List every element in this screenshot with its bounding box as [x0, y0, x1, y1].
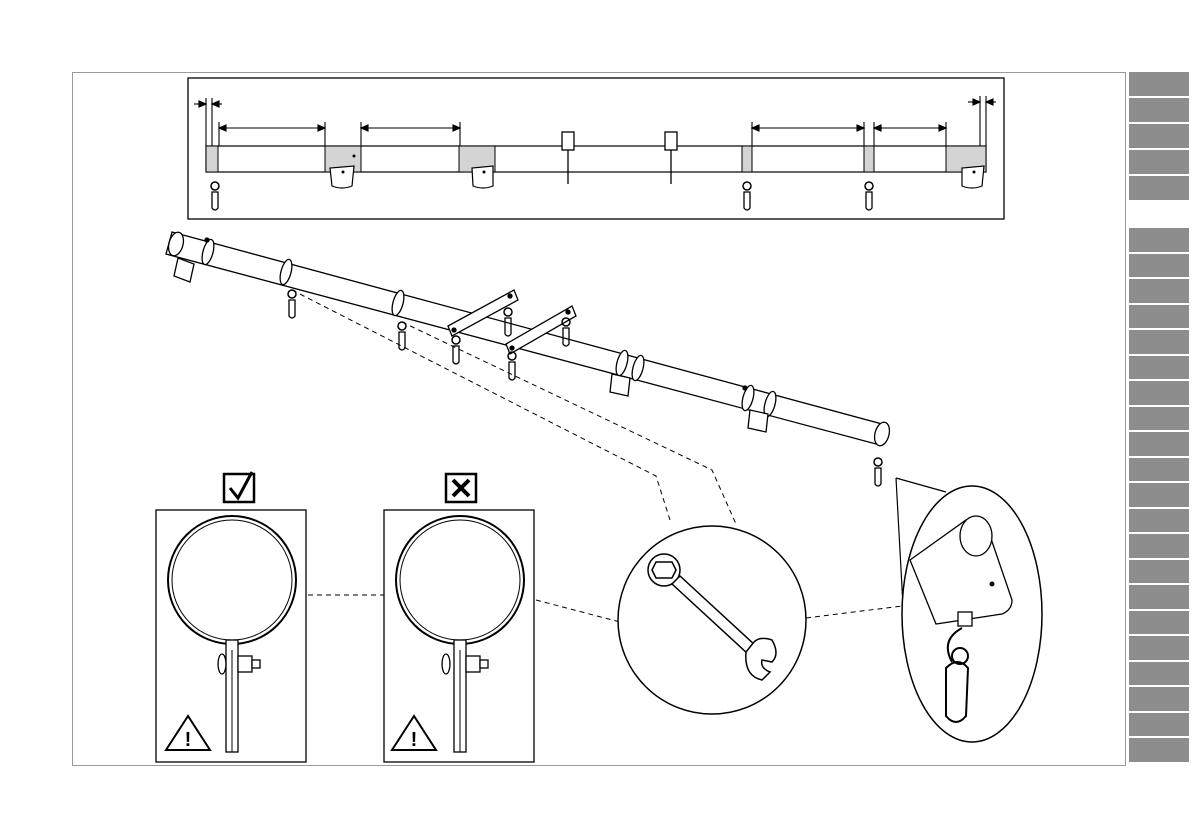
- clamp-3: [742, 146, 752, 172]
- beam-hooks: [288, 290, 882, 486]
- svg-text:!: !: [185, 729, 192, 751]
- svg-text:!: !: [411, 729, 418, 751]
- isometric-beam: [166, 231, 892, 448]
- end-clamp-left: [206, 146, 218, 172]
- correct-installation-panel: !: [156, 472, 306, 762]
- top-dimension-drawing: [188, 78, 1004, 219]
- foot-clamp-right: [748, 410, 768, 432]
- foot-clamp-left: [174, 258, 194, 282]
- wrench-detail-circle: [618, 526, 806, 714]
- end-cap-hook-detail: [896, 478, 1042, 742]
- incorrect-installation-panel: !: [384, 474, 534, 762]
- clamp-4: [864, 146, 874, 172]
- foot-clamp-mid: [610, 374, 630, 396]
